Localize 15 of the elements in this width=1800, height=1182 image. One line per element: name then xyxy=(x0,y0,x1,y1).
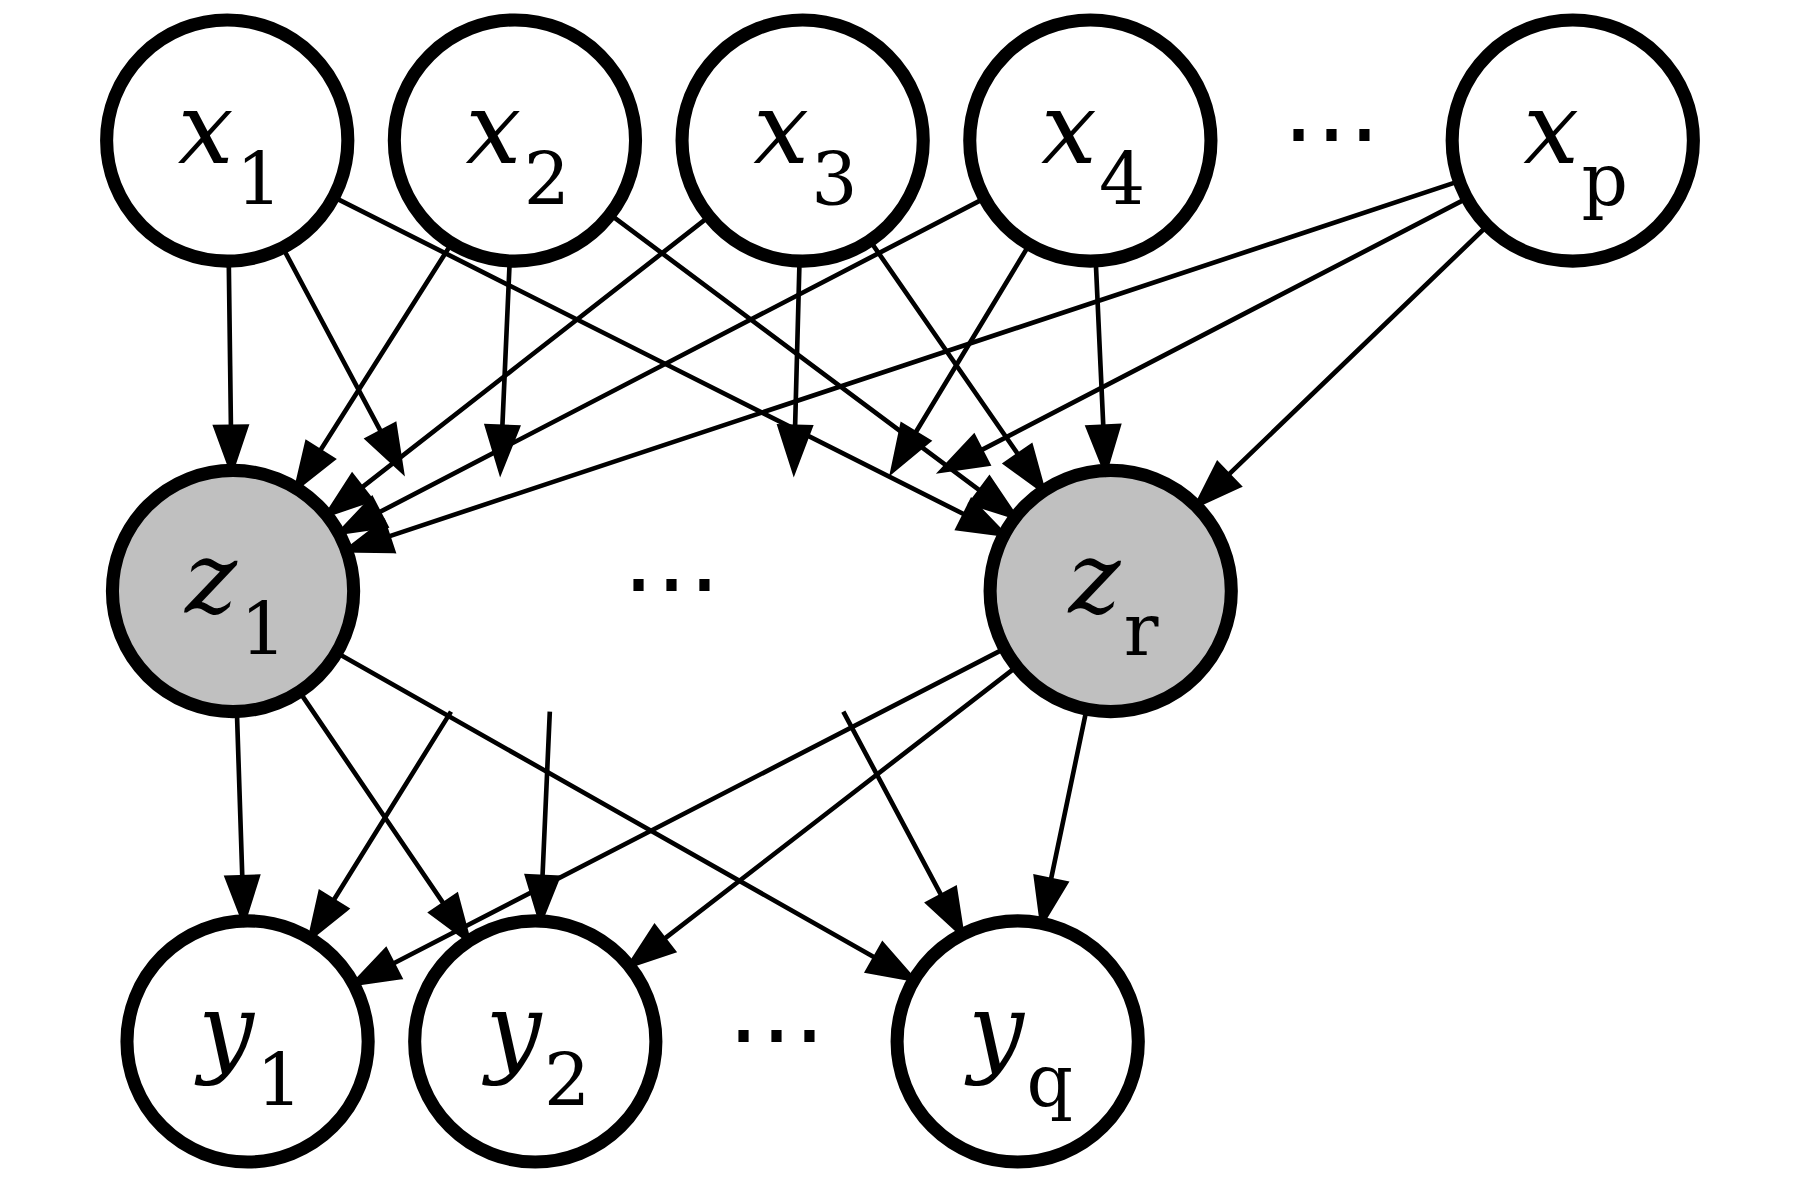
label: ⋯ xyxy=(622,524,722,640)
node-circle: z$_{r}$ xyxy=(983,463,1238,719)
node-circle: x$_{4}$ xyxy=(963,13,1218,268)
arrow xyxy=(841,710,966,941)
node-circle: y$_{1}$ xyxy=(120,914,375,1169)
node-circle: x$_{2}$ xyxy=(387,13,643,268)
label: ⋯ xyxy=(727,974,827,1090)
node-circle: y$_{q}$ xyxy=(890,914,1145,1169)
node-circle: y$_{2}$ xyxy=(408,914,663,1169)
node-circle: x$_{3}$ xyxy=(675,13,930,268)
label: ⋯ xyxy=(1282,73,1382,189)
node-circle: x$_{1}$ xyxy=(100,13,355,268)
arrow xyxy=(524,711,562,928)
node-circle: z$_{1}$ xyxy=(105,463,361,719)
node-circle: x$_{p}$ xyxy=(1445,13,1700,268)
